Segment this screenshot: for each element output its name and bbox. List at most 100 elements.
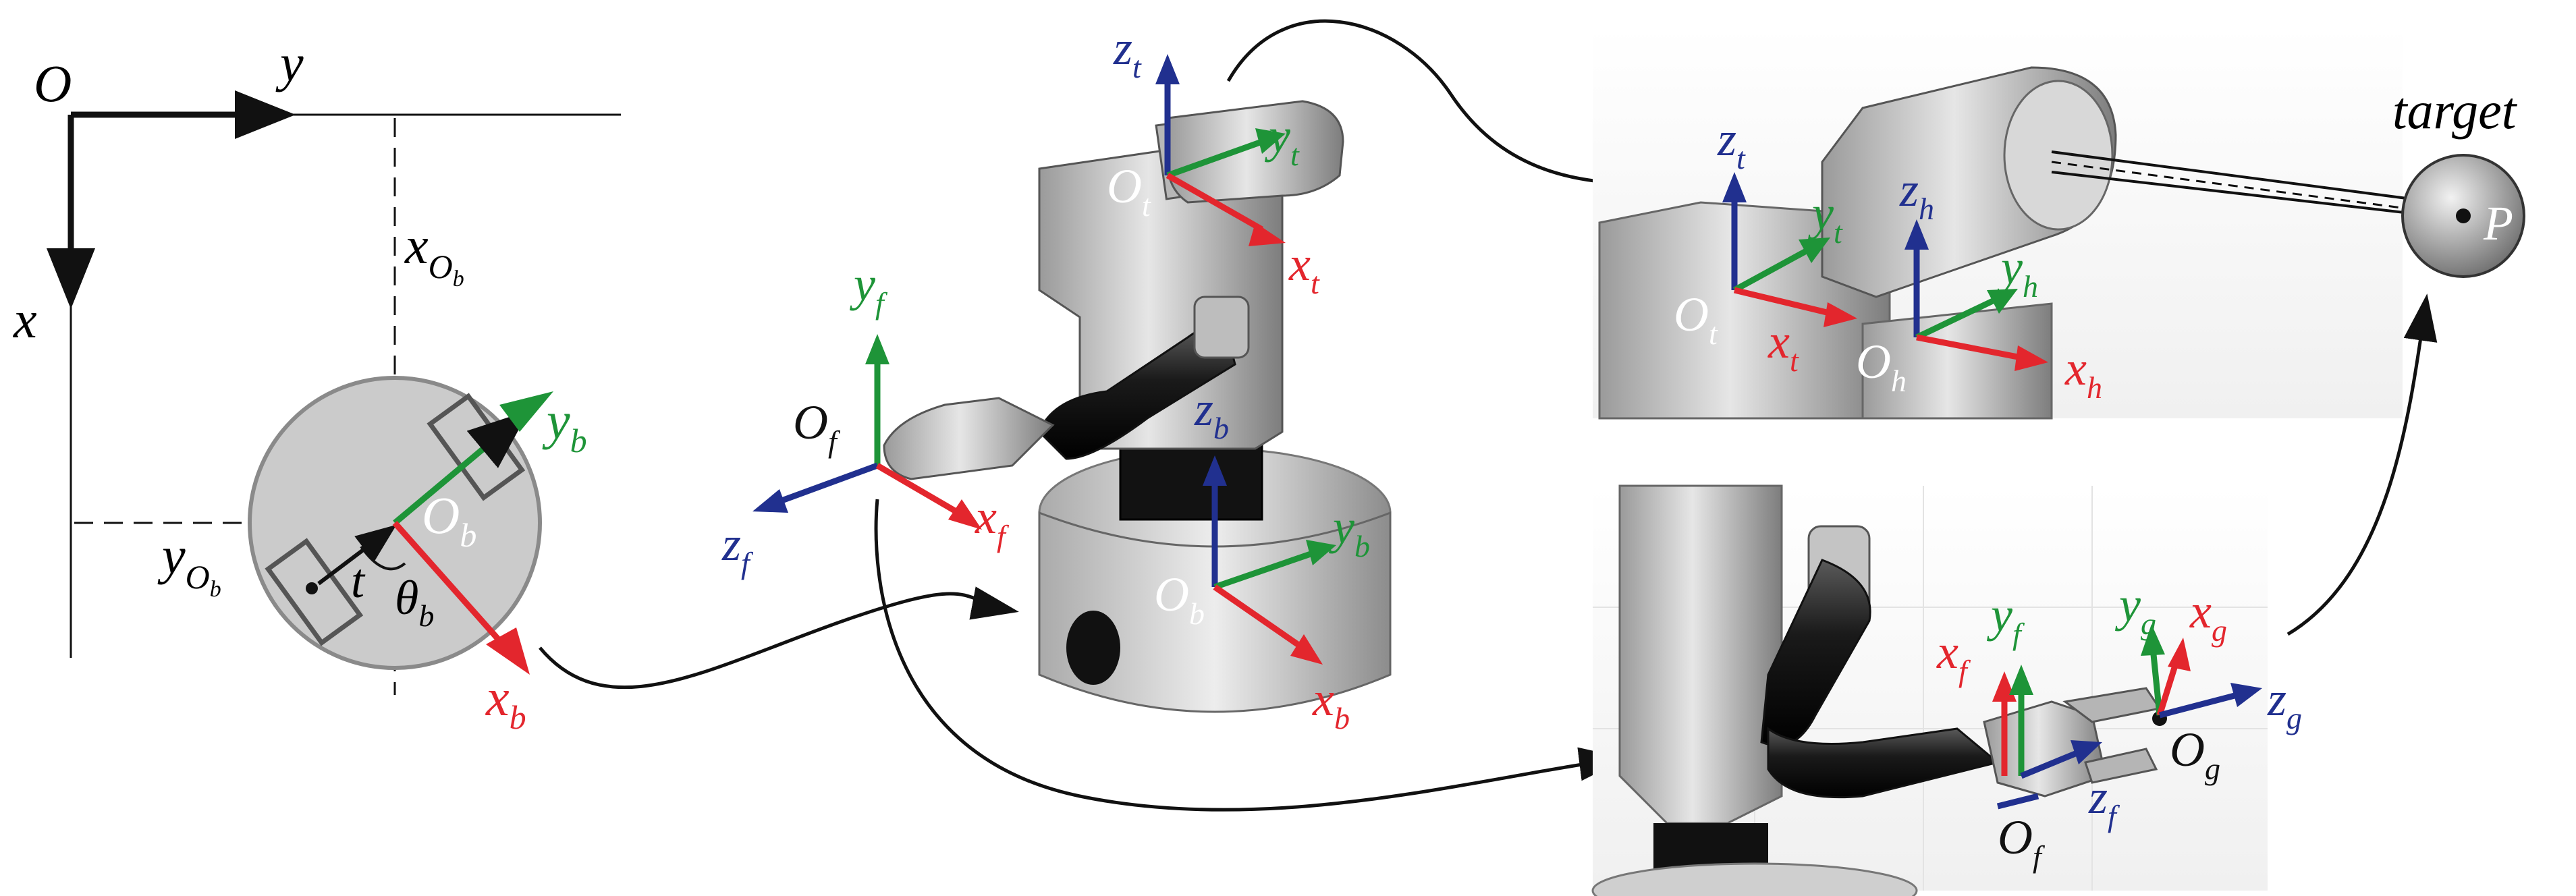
xh-axis bbox=[1916, 334, 2022, 361]
xb-axis bbox=[392, 521, 505, 646]
robot-wheel-left bbox=[1066, 611, 1120, 685]
xb-label: xb bbox=[485, 668, 526, 736]
zf-arrowhead-g bbox=[2071, 740, 2102, 764]
robot-head bbox=[1166, 100, 1344, 204]
yb-label-r: yb bbox=[1328, 500, 1370, 563]
yg-arrowhead bbox=[2141, 624, 2165, 656]
gripper-base bbox=[1591, 862, 1918, 896]
yg-label: yg bbox=[2114, 578, 2156, 641]
world-y-label: y bbox=[275, 34, 304, 92]
yt-axis-r bbox=[1166, 138, 1263, 179]
zh-arrowhead bbox=[1904, 219, 1929, 250]
xh-arrowhead bbox=[2015, 345, 2048, 371]
xt-axis-h bbox=[1733, 287, 1834, 317]
ot-label-r: Ot bbox=[1107, 159, 1151, 223]
world-frame-panel: O y x xOb yOb t θb Ob bbox=[13, 34, 621, 736]
xt-arrowhead-r bbox=[1249, 223, 1286, 246]
theta-label: θb bbox=[395, 571, 434, 633]
zt-arrowhead-h bbox=[1722, 172, 1747, 202]
x-ob-label: xOb bbox=[404, 216, 464, 291]
connector-robot-to-gripper bbox=[874, 499, 1626, 812]
xb-axis-r bbox=[1213, 584, 1305, 650]
yh-label: yh bbox=[1996, 240, 2038, 304]
yg-axis bbox=[2149, 647, 2163, 716]
gripper-panel: xf yf zf Of yg xg zg Og bbox=[1591, 484, 2302, 896]
target-label: target bbox=[2392, 81, 2518, 140]
of-label-r: Of bbox=[793, 395, 841, 459]
t-arrow bbox=[317, 524, 397, 586]
y-ob-label: yOb bbox=[157, 526, 221, 602]
xh-label: xh bbox=[2064, 341, 2102, 405]
sight-line-3 bbox=[2051, 171, 2464, 221]
yt-arrowhead-r bbox=[1255, 128, 1286, 154]
zb-label-r: zb bbox=[1194, 382, 1229, 445]
zt-label-r: zt bbox=[1113, 21, 1142, 84]
yb-axis bbox=[393, 410, 529, 526]
gripper-torso bbox=[1618, 484, 1783, 824]
yb-axis-r bbox=[1213, 550, 1314, 590]
xt-arrowhead-h bbox=[1824, 302, 1857, 327]
yb-arrowhead bbox=[499, 391, 553, 432]
zg-axis bbox=[2158, 692, 2239, 719]
xb-label-r: xb bbox=[1312, 672, 1350, 735]
ob-label-r: Ob bbox=[1154, 567, 1205, 631]
yf-arrowhead-g bbox=[2009, 665, 2033, 695]
zh-label: zh bbox=[1899, 163, 1934, 226]
xg-axis bbox=[2156, 660, 2180, 717]
xt-axis-r bbox=[1166, 173, 1264, 232]
zf-label-r: zf bbox=[721, 517, 754, 580]
yt-label-h: yt bbox=[1807, 186, 1843, 250]
xf-axis-r bbox=[875, 463, 960, 515]
sight-line-1 bbox=[2051, 150, 2464, 207]
zf-label-g: zf bbox=[2088, 770, 2120, 833]
yf-arrowhead-r bbox=[865, 334, 889, 364]
yt-label-r: yt bbox=[1264, 109, 1300, 172]
xb-arrowhead-r bbox=[1290, 634, 1323, 665]
sight-line-2 bbox=[2051, 161, 2464, 217]
xt-label-r: xt bbox=[1288, 237, 1320, 300]
zt-label-h: zt bbox=[1717, 112, 1746, 175]
robot-base-side bbox=[1038, 511, 1392, 713]
zb-arrowhead-r bbox=[1203, 455, 1227, 486]
xf-arrowhead-r bbox=[948, 499, 982, 530]
connector-base-to-robot bbox=[539, 586, 1019, 690]
xb-arrowhead bbox=[486, 627, 530, 675]
world-x-label: x bbox=[13, 290, 37, 349]
xf-label-g: xf bbox=[1936, 625, 1971, 688]
zg-arrowhead bbox=[2230, 683, 2262, 707]
target-point bbox=[2456, 208, 2471, 223]
robot-shoulder bbox=[1193, 296, 1250, 359]
og-label: Og bbox=[2170, 723, 2220, 786]
zf-base-g bbox=[1996, 793, 2039, 810]
robot-gripper bbox=[883, 397, 1055, 480]
zf-axis-g bbox=[2020, 749, 2080, 779]
world-origin-label: O bbox=[34, 54, 72, 113]
xg-arrowhead bbox=[2168, 638, 2191, 671]
yh-arrowhead bbox=[1987, 289, 2018, 314]
ot-label-h: Ot bbox=[1674, 287, 1718, 351]
oh-label: Oh bbox=[1856, 335, 1907, 398]
yb-arrowhead-r bbox=[1306, 540, 1336, 565]
yt-arrowhead-h bbox=[1799, 237, 1830, 263]
theta-arc bbox=[360, 545, 406, 571]
xg-label: xg bbox=[2189, 584, 2227, 648]
t-label: t bbox=[351, 554, 366, 608]
yh-axis bbox=[1915, 297, 1996, 341]
wheel-bottom bbox=[265, 538, 364, 646]
zt-arrowhead-r bbox=[1155, 54, 1180, 84]
wheel-center bbox=[306, 582, 318, 594]
ob-label: Ob bbox=[422, 486, 476, 554]
robot-panel: zt yt Ot xt yf Of zf xf zb yb Ob xb bbox=[721, 21, 1392, 735]
head-panel: zt yt Ot xt zh yh Oh xh bbox=[1593, 27, 2464, 420]
head-neck-block bbox=[1861, 302, 2053, 420]
zf-axis-r bbox=[775, 462, 879, 506]
target-group: target P bbox=[2392, 81, 2525, 278]
xf-label-r: xf bbox=[975, 490, 1010, 553]
xt-label-h: xt bbox=[1767, 314, 1799, 378]
yb-label: yb bbox=[542, 391, 587, 459]
target-point-label: P bbox=[2483, 196, 2513, 250]
head-face bbox=[2003, 80, 2114, 231]
connector-gripper-to-target bbox=[2286, 293, 2438, 636]
yt-axis-h bbox=[1732, 247, 1811, 293]
